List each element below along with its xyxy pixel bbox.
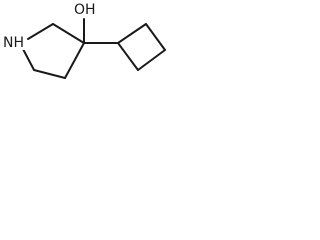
pyrrolidine-ring	[22, 23, 85, 79]
structure-canvas: NH OH	[0, 0, 182, 86]
nitrogen-label: NH	[3, 35, 24, 51]
bond-c2-c3	[52, 23, 85, 44]
bond-c5-n	[22, 48, 35, 71]
bond-cb1-cb2	[117, 23, 147, 44]
bond-c4-c5	[33, 69, 66, 79]
hydroxyl-label: OH	[74, 2, 96, 18]
molecule-structure: NH OH	[1, 1, 166, 79]
bond-cb3-cb4	[137, 49, 166, 71]
bond-cb2-cb3	[145, 23, 166, 51]
bond-n-c2	[27, 23, 54, 40]
cyclobutane-ring	[117, 23, 166, 71]
bond-c3-c4	[64, 42, 85, 79]
bond-cb4-cb1	[117, 42, 139, 71]
